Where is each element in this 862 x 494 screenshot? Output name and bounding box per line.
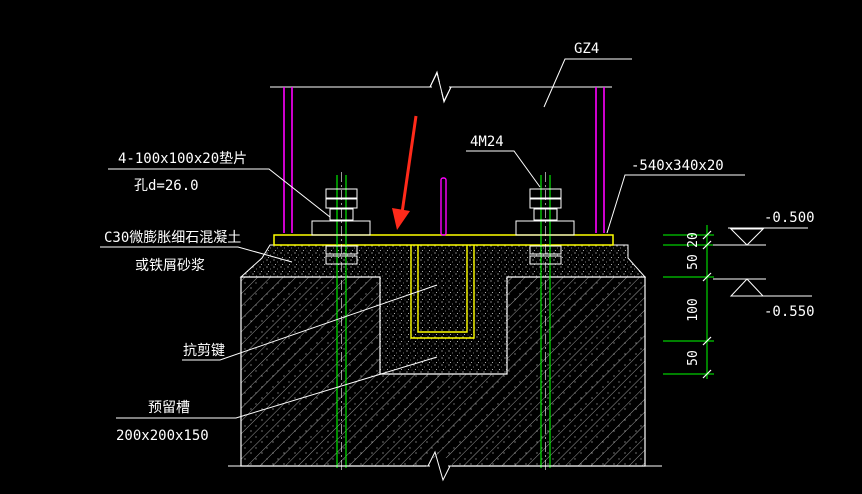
dimension-chain — [663, 225, 714, 379]
label-slot-size: 200x200x150 — [116, 428, 209, 444]
label-slot: 预留槽 — [148, 400, 190, 416]
anchor-bolt-right — [515, 172, 575, 470]
dimension-label-20: 20 — [686, 232, 701, 248]
leader-lines — [100, 58, 745, 419]
anchor-bolt-left — [311, 172, 371, 470]
label-grout: C30微膨胀细石混凝土 — [104, 229, 241, 246]
column-gz4 — [270, 70, 612, 236]
elevation-label-2: -0.550 — [764, 304, 815, 320]
dimension-label-100: 100 — [686, 298, 701, 321]
label-washer-hole: 孔d=26.0 — [134, 178, 199, 194]
label-grout-alt: 或铁屑砂浆 — [135, 258, 205, 274]
bottom-break-line — [228, 450, 662, 482]
base-plate — [273, 234, 614, 246]
label-bolts: 4M24 — [470, 134, 504, 150]
grout-layer — [239, 244, 647, 375]
label-column: GZ4 — [574, 41, 599, 57]
pointer-arrow — [392, 115, 418, 230]
shear-key — [410, 245, 475, 339]
elevation-label-1: -0.500 — [764, 210, 815, 226]
dimension-label-50-top: 50 — [686, 254, 701, 270]
elevation-marker-1 — [713, 227, 808, 246]
label-washer: 4-100x100x20垫片 — [118, 151, 247, 167]
elevation-marker-2 — [713, 278, 812, 297]
label-shear-key: 抗剪键 — [183, 343, 225, 359]
dimension-label-50-bottom: 50 — [686, 350, 701, 366]
label-base-plate: -540x340x20 — [631, 158, 724, 174]
